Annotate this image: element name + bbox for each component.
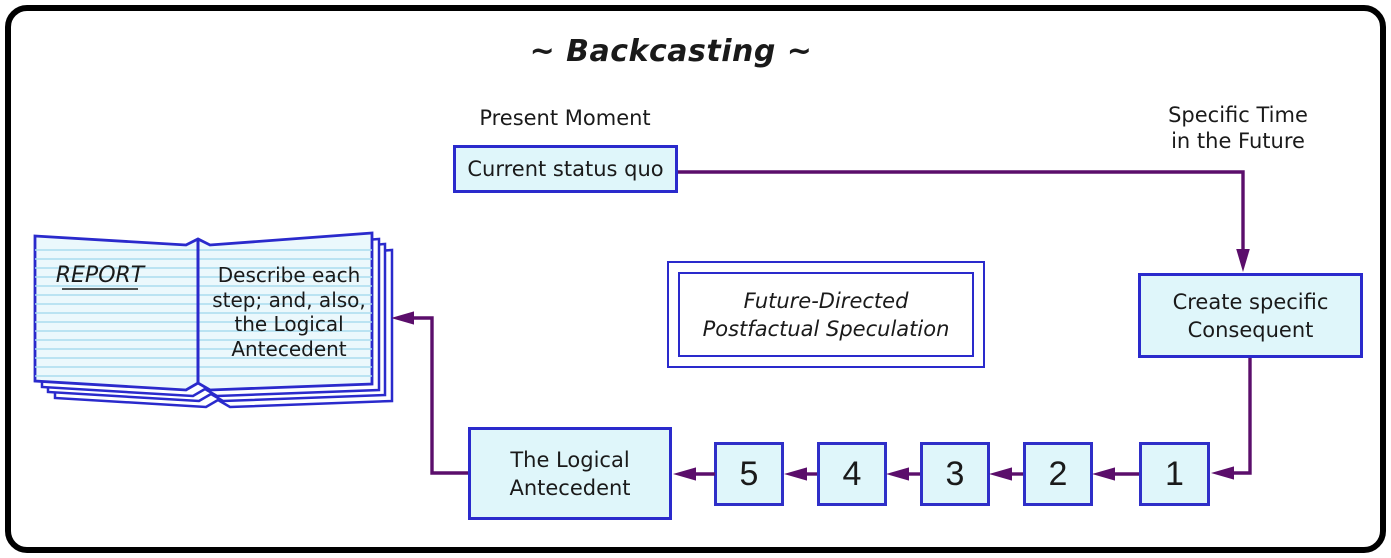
step-box-1: 1 bbox=[1139, 442, 1210, 506]
report-book-illustration: REPORT Describe each step; and, also, th… bbox=[33, 231, 394, 409]
step-box-3: 3 bbox=[920, 442, 990, 506]
book-right-page-line4: Antecedent bbox=[231, 337, 346, 361]
box-create-specific-consequent-line1: Create specific bbox=[1172, 289, 1329, 314]
outer-rounded-border bbox=[5, 5, 1386, 553]
step-box-2-label: 2 bbox=[1048, 454, 1068, 493]
box-current-status-quo-label: Current status quo bbox=[467, 157, 664, 181]
speculation-line1: Future-Directed bbox=[743, 288, 909, 313]
box-the-logical-antecedent-line1: The Logical bbox=[510, 447, 630, 472]
book-right-page-line2: step; and, also, bbox=[212, 288, 366, 312]
label-specific-time-line2: in the Future bbox=[1171, 129, 1305, 153]
step-box-2: 2 bbox=[1023, 442, 1093, 506]
step-box-5: 5 bbox=[714, 442, 784, 506]
step-box-4: 4 bbox=[817, 442, 887, 506]
box-create-specific-consequent-line2: Consequent bbox=[1187, 317, 1314, 342]
box-current-status-quo: Current status quo bbox=[453, 145, 678, 193]
step-box-4-label: 4 bbox=[842, 454, 862, 493]
box-the-logical-antecedent: The Logical Antecedent bbox=[468, 427, 672, 520]
book-left-page-title: REPORT bbox=[56, 263, 146, 288]
step-box-5-label: 5 bbox=[739, 454, 759, 493]
book-right-page-line1: Describe each bbox=[218, 263, 361, 287]
speculation-line2: Postfactual Speculation bbox=[702, 316, 950, 341]
page-ruled-lines bbox=[35, 249, 372, 377]
label-specific-time-in-future: Specific Time in the Future bbox=[1138, 102, 1338, 154]
book-open-pages bbox=[33, 231, 374, 392]
label-specific-time-line1: Specific Time bbox=[1168, 103, 1308, 127]
diagram-title: ~ Backcasting ~ bbox=[529, 34, 813, 69]
box-postfactual-speculation-inner: Future-Directed Postfactual Speculation bbox=[678, 272, 974, 357]
box-create-specific-consequent: Create specific Consequent bbox=[1138, 273, 1363, 358]
label-present-moment: Present Moment bbox=[479, 106, 651, 130]
book-right-page-line3: the Logical bbox=[234, 312, 343, 336]
step-box-3-label: 3 bbox=[945, 454, 965, 493]
box-postfactual-speculation-outer: Future-Directed Postfactual Speculation bbox=[667, 261, 985, 368]
step-box-1-label: 1 bbox=[1165, 454, 1184, 493]
box-the-logical-antecedent-line2: Antecedent bbox=[509, 475, 631, 500]
